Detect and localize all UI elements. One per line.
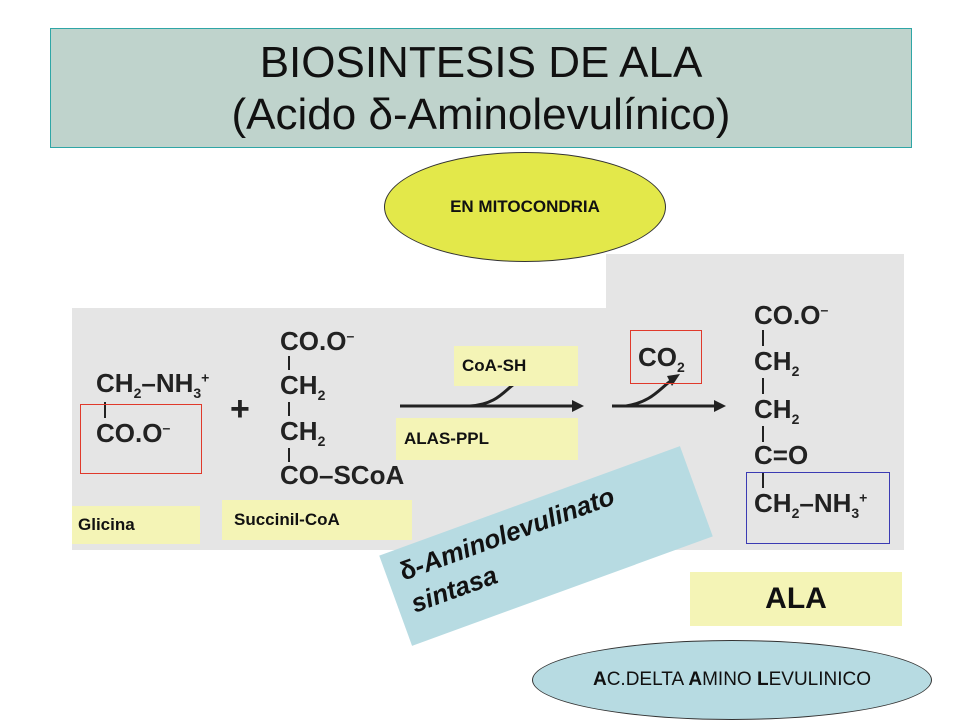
text-fragment: (Acido <box>231 90 369 139</box>
ala-amine-group: CH2–NH3+ <box>754 488 867 521</box>
text-fragment: L <box>756 669 769 690</box>
text-fragment: 2 <box>317 387 326 404</box>
text-fragment: CH <box>280 370 318 400</box>
text-fragment: 2 <box>791 363 800 380</box>
text-fragment: – <box>820 301 829 318</box>
coash-label: CoA-SH <box>454 346 578 386</box>
delta-symbol: δ <box>368 90 393 139</box>
succinyl-bond-1 <box>288 356 290 370</box>
text-fragment: CH <box>754 394 792 424</box>
title-banner: BIOSINTESIS DE ALA (Acido δ-Aminolevulín… <box>50 28 912 148</box>
text-fragment: Succinil-CoA <box>234 510 340 529</box>
glycine-carboxylate: CO.O– <box>96 418 170 449</box>
text-fragment: 3 <box>851 505 860 522</box>
ala-ch2-1: CH2 <box>754 346 799 379</box>
text-fragment: MINO <box>702 669 757 690</box>
text-fragment: A <box>592 669 607 690</box>
main-arrow <box>400 400 584 412</box>
location-label: EN MITOCONDRIA <box>450 197 600 216</box>
succinyl-label: Succinil-CoA <box>222 500 412 540</box>
text-fragment: – <box>346 327 355 344</box>
glycine-carboxyl-highlight <box>80 404 202 474</box>
cofactor-label: ALAS-PPL <box>396 418 578 460</box>
text-fragment: CO <box>638 342 677 372</box>
glycine-bond <box>104 402 106 418</box>
text-fragment: C.DELTA <box>606 669 689 690</box>
ala-ch2-2: CH2 <box>754 394 799 427</box>
title-line2: (Acido δ-Aminolevulínico) <box>51 89 911 141</box>
text-fragment: – <box>162 419 171 436</box>
co2-release-arrow <box>625 378 673 408</box>
plus-sign: + <box>230 390 250 428</box>
ala-label: ALA <box>690 572 902 626</box>
text-fragment: Glicina <box>78 515 135 534</box>
glycine-amine-group: CH2–NH3+ <box>96 368 209 401</box>
acronym-ellipse: AC.DELTA AMINO LEVULINICO <box>532 640 932 720</box>
text-fragment: 2 <box>133 385 142 402</box>
text-fragment: 2 <box>677 359 685 376</box>
text-fragment: 2 <box>791 505 800 522</box>
text-fragment: -Aminolevulínico) <box>392 90 731 139</box>
text-fragment: CO.O <box>754 300 821 330</box>
text-fragment: + <box>859 489 868 506</box>
text-fragment: –NH <box>141 368 194 398</box>
succinyl-bond-2 <box>288 402 290 416</box>
text-fragment: CO.O <box>96 418 163 448</box>
ala-bond-2 <box>762 378 764 394</box>
reaction-scheme-panel-top <box>606 254 904 314</box>
succinyl-thioester: CO–SCoA <box>280 460 405 490</box>
text-fragment: ALAS-PPL <box>404 429 489 448</box>
ala-carboxylate: CO.O– <box>754 300 828 331</box>
succinyl-carboxylate: CO.O– <box>280 326 354 357</box>
text-fragment: ALA <box>765 582 827 615</box>
text-fragment: A <box>688 669 703 690</box>
text-fragment: 2 <box>791 411 800 428</box>
co2-release-arrowhead <box>667 374 680 386</box>
ala-ketone: C=O <box>754 440 809 470</box>
text-fragment: 2 <box>317 433 326 450</box>
text-fragment: CH <box>280 416 318 446</box>
co2-molecule: CO2 <box>638 342 685 375</box>
location-ellipse: EN MITOCONDRIA <box>384 152 666 262</box>
succinyl-ch2-2: CH2 <box>280 416 325 449</box>
text-fragment: + <box>201 369 210 386</box>
acronym-text: AC.DELTA AMINO LEVULINICO <box>593 669 871 691</box>
glycine-label: Glicina <box>72 506 200 544</box>
ala-amine-highlight <box>746 472 890 544</box>
text-fragment: EVULINICO <box>768 669 872 690</box>
text-fragment: CH <box>96 368 134 398</box>
text-fragment: CH <box>754 488 792 518</box>
succinyl-ch2-1: CH2 <box>280 370 325 403</box>
ala-bond-1 <box>762 330 764 346</box>
ala-bond-4 <box>762 472 764 488</box>
text-fragment: CoA-SH <box>462 356 527 375</box>
co2-highlight <box>630 330 702 384</box>
text-fragment: –NH <box>799 488 852 518</box>
succinyl-bond-3 <box>288 448 290 462</box>
ala-bond-3 <box>762 426 764 442</box>
text-fragment: CH <box>754 346 792 376</box>
text-fragment: 3 <box>193 385 202 402</box>
title-line1: BIOSINTESIS DE ALA <box>259 38 703 87</box>
text-fragment: CO.O <box>280 326 347 356</box>
